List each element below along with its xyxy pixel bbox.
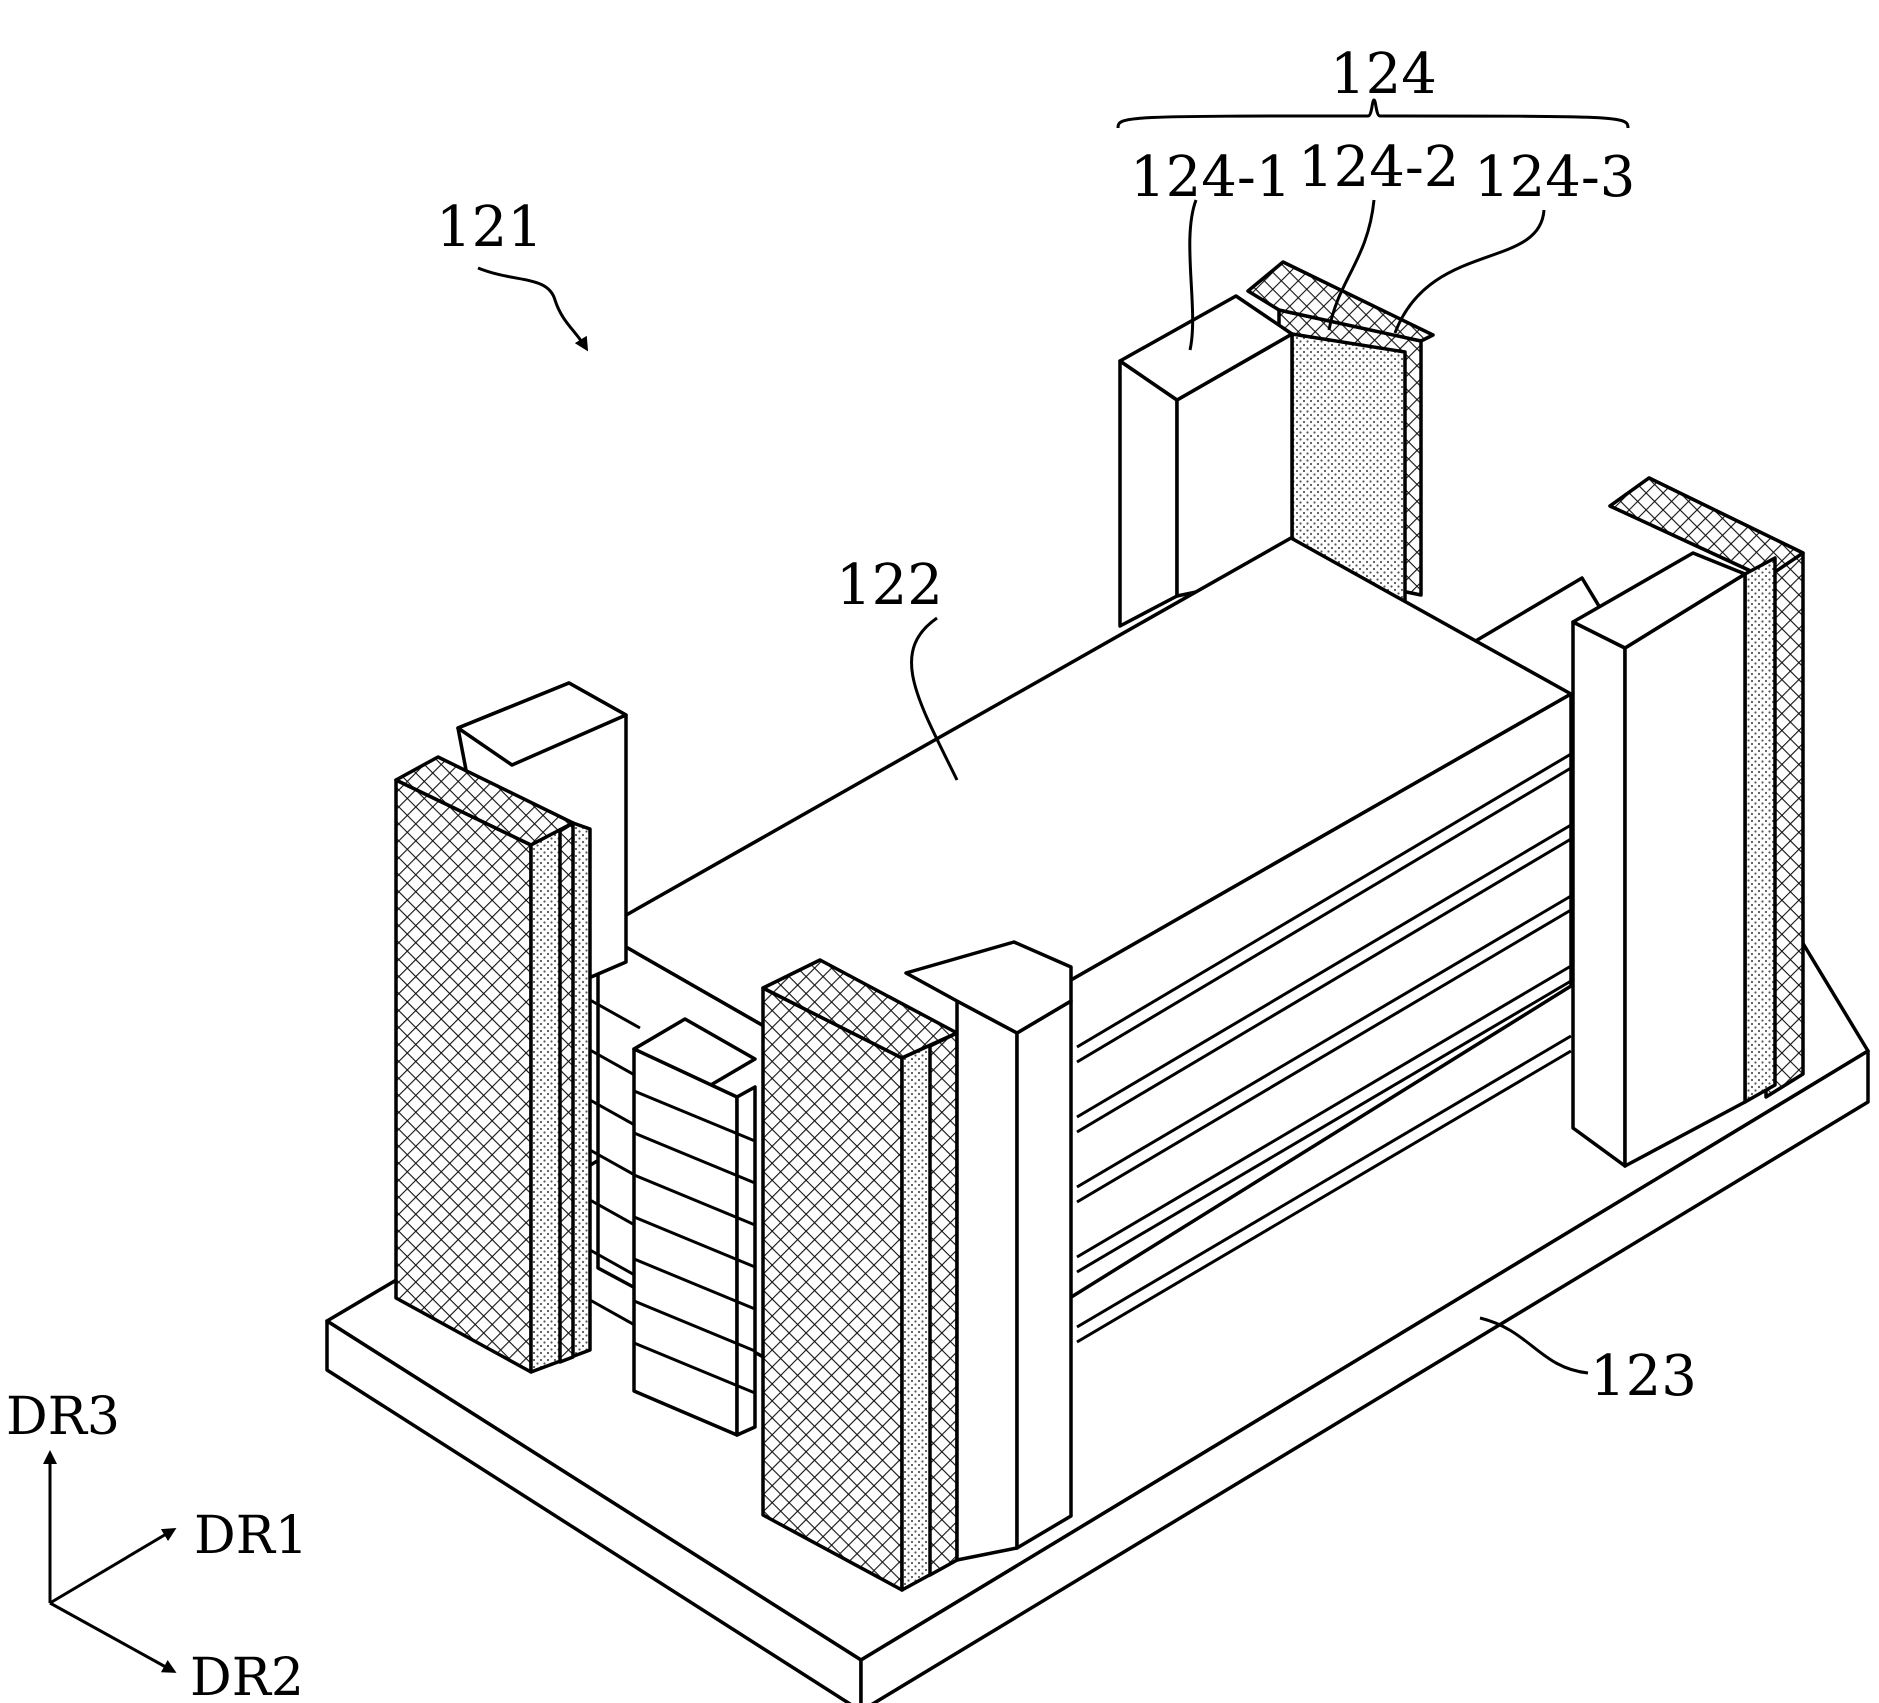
label-122: 122	[836, 553, 943, 618]
label-121: 121	[436, 195, 543, 260]
dr1-axis-arrow	[50, 1530, 173, 1603]
label-124: 124	[1330, 42, 1437, 107]
dr1-label: DR1	[194, 1506, 308, 1566]
electrode-right	[1573, 478, 1803, 1166]
label-124-1: 124-1	[1130, 145, 1291, 210]
electrode-front-center	[763, 942, 1071, 1590]
dr2-axis-arrow	[50, 1603, 173, 1671]
dr2-label: DR2	[190, 1648, 304, 1703]
label-123: 123	[1590, 1344, 1697, 1409]
label-124-3: 124-3	[1474, 145, 1635, 210]
axis-indicator: DR3 DR1 DR2	[6, 1387, 308, 1703]
electrode-front-left	[396, 683, 626, 1372]
label-124-2: 124-2	[1298, 135, 1459, 200]
dr3-label: DR3	[6, 1387, 120, 1447]
